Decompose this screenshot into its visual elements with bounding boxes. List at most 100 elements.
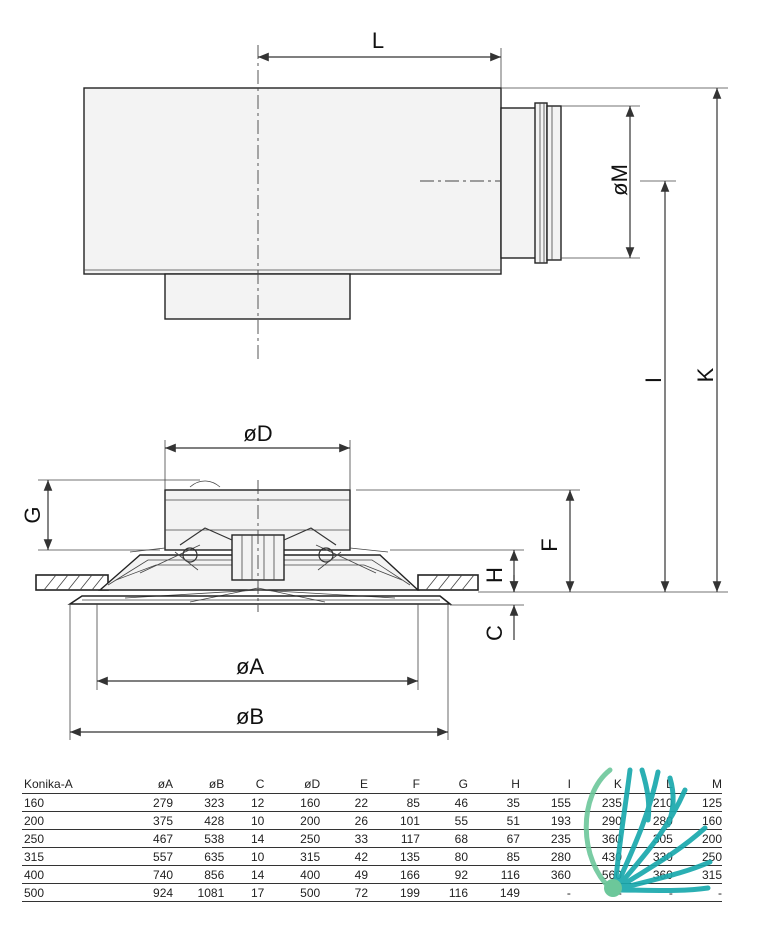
table-cell: 33: [320, 829, 369, 848]
label-F: F: [537, 538, 562, 551]
label-K: K: [693, 367, 718, 382]
table-cell: 500: [22, 883, 82, 902]
table-cell: 323: [173, 793, 225, 812]
dimension-B: øB: [69, 604, 449, 740]
label-G: G: [20, 506, 45, 523]
table-cell: 315: [22, 847, 82, 866]
table-cell: 557: [81, 847, 174, 866]
table-cell: 17: [224, 883, 265, 902]
dimension-D: øD: [164, 421, 351, 490]
table-cell: 193: [519, 811, 571, 830]
label-C: C: [482, 625, 507, 641]
table-cell: 55: [419, 811, 468, 830]
table-cell: 26: [320, 811, 369, 830]
table-cell: 22: [320, 793, 369, 812]
header-cell: G: [419, 776, 468, 794]
table-cell: 199: [368, 883, 420, 902]
table-cell: 80: [419, 847, 468, 866]
table-cell: 360: [519, 865, 571, 884]
table-cell: 49: [320, 865, 369, 884]
header-cell: E: [320, 776, 369, 794]
dimension-H: H: [390, 549, 524, 592]
table-cell: 149: [468, 883, 520, 902]
dimension-M: øM: [561, 105, 640, 259]
table-cell: 135: [368, 847, 420, 866]
table-cell: 85: [368, 793, 420, 812]
table-cell: 538: [173, 829, 225, 848]
table-cell: 160: [22, 793, 82, 812]
dimension-I: I: [640, 180, 676, 592]
label-A: øA: [236, 654, 264, 679]
label-L: L: [372, 28, 384, 53]
header-cell: øD: [264, 776, 321, 794]
table-cell: 635: [173, 847, 225, 866]
table-cell: 856: [173, 865, 225, 884]
table-cell: 375: [81, 811, 174, 830]
table-cell: 116: [419, 883, 468, 902]
table-cell: 101: [368, 811, 420, 830]
table-cell: 116: [468, 865, 520, 884]
table-cell: 235: [570, 793, 622, 812]
table-cell: 14: [224, 829, 265, 848]
table-cell: 67: [468, 829, 520, 848]
label-H: H: [482, 567, 507, 583]
dimension-F: F: [356, 489, 580, 592]
table-cell: 10: [224, 811, 265, 830]
label-M: øM: [607, 164, 632, 196]
plenum-box-view: [83, 45, 562, 362]
label-I: I: [641, 377, 666, 383]
label-D: øD: [243, 421, 272, 446]
table-cell: 85: [468, 847, 520, 866]
table-cell: 279: [81, 793, 174, 812]
table-cell: 72: [320, 883, 369, 902]
table-cell: 160: [672, 811, 722, 830]
dimension-G: G: [20, 479, 200, 551]
table-cell: 1081: [173, 883, 225, 902]
technical-drawing: L øM K I: [20, 28, 728, 740]
header-cell: øA: [81, 776, 174, 794]
header-cell: H: [468, 776, 520, 794]
table-cell: 250: [264, 829, 321, 848]
table-cell: 166: [368, 865, 420, 884]
table-cell: 12: [224, 793, 265, 812]
header-cell: I: [519, 776, 571, 794]
dimension-L: L: [258, 28, 502, 88]
dimension-A: øA: [96, 604, 419, 690]
dimension-K: K: [501, 87, 728, 592]
header-cell: øB: [173, 776, 225, 794]
table-cell: 924: [81, 883, 174, 902]
header-cell: F: [368, 776, 420, 794]
table-cell: 117: [368, 829, 420, 848]
table-cell: 500: [264, 883, 321, 902]
table-cell: 315: [264, 847, 321, 866]
table-cell: 14: [224, 865, 265, 884]
table-cell: 160: [264, 793, 321, 812]
table-cell: 250: [22, 829, 82, 848]
table-cell: 428: [173, 811, 225, 830]
label-B: øB: [236, 704, 264, 729]
brand-logo: [583, 767, 713, 897]
table-cell: 42: [320, 847, 369, 866]
table-cell: 200: [22, 811, 82, 830]
table-cell: 280: [519, 847, 571, 866]
table-cell: 10: [224, 847, 265, 866]
table-cell: 155: [519, 793, 571, 812]
table-cell: 740: [81, 865, 174, 884]
table-cell: -: [519, 883, 571, 902]
table-cell: 290: [570, 811, 622, 830]
header-cell: C: [224, 776, 265, 794]
table-cell: 200: [264, 811, 321, 830]
table-cell: 400: [22, 865, 82, 884]
table-cell: 400: [264, 865, 321, 884]
table-cell: 68: [419, 829, 468, 848]
table-cell: 46: [419, 793, 468, 812]
table-cell: 51: [468, 811, 520, 830]
table-cell: 125: [672, 793, 722, 812]
